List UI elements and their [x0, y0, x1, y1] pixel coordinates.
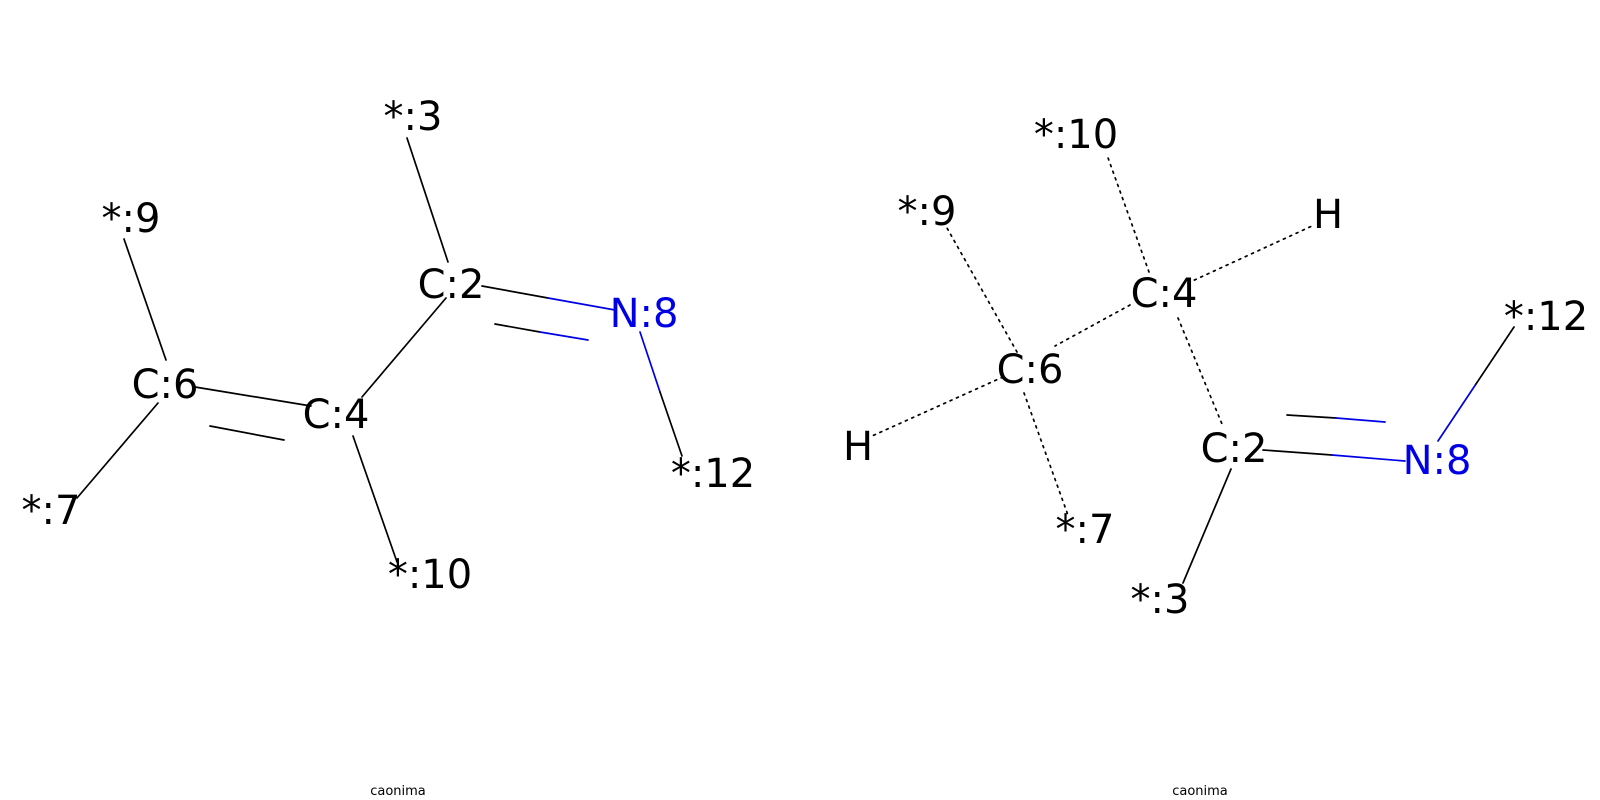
bond-c2-n8	[1262, 449, 1333, 456]
bond-c2-n8-second	[494, 323, 541, 333]
atom-label: H	[1313, 192, 1343, 238]
atom-label: C:2	[1201, 426, 1268, 472]
bond-n8-star12	[1437, 383, 1477, 442]
atom-label: N:8	[1403, 438, 1472, 484]
bond-c2-c4	[361, 297, 447, 398]
atom-label: H	[843, 424, 873, 470]
bond-n8-star12	[659, 391, 683, 457]
bond-c6-star9	[946, 227, 1018, 353]
atom-label: *:7	[1056, 507, 1115, 553]
atom-label: C:4	[1131, 271, 1198, 317]
bond-c6-star7	[1023, 392, 1070, 519]
bond-c2-star3	[406, 137, 449, 263]
bond-c4-star10	[1106, 154, 1150, 273]
bond-c2-n8	[1331, 454, 1406, 462]
molecule-1: C:2 N:8 C:4 C:6 *:3 *:9 *:7 *:10 *:12 ca…	[22, 94, 756, 799]
molecule-2-caption: caonima	[1172, 784, 1228, 799]
bond-c2-n8-second	[1286, 414, 1337, 419]
molecule-1-caption: caonima	[370, 784, 426, 799]
atom-label: *:12	[1504, 294, 1588, 340]
bond-c4-c6	[1054, 304, 1131, 347]
molecule-2-atoms: *:10 *:9 H C:4 *:12 C:6 H C:2 N:8 *:7 *:…	[843, 112, 1588, 623]
bond-n8-star12	[1475, 326, 1515, 385]
molecule-2: *:10 *:9 H C:4 *:12 C:6 H C:2 N:8 *:7 *:…	[843, 112, 1588, 799]
bond-c4-h	[1187, 225, 1313, 284]
atom-label: *:9	[898, 189, 957, 235]
bond-c4-c2	[1177, 317, 1223, 425]
atom-label: C:6	[132, 362, 199, 408]
molecule-1-atoms: C:2 N:8 C:4 C:6 *:3 *:9 *:7 *:10 *:12	[22, 94, 756, 598]
atom-label: *:12	[671, 451, 755, 497]
atom-label: *:9	[102, 196, 161, 242]
atom-label: *:7	[22, 488, 81, 534]
bond-c2-n8-second	[539, 331, 589, 341]
atom-label: N:8	[610, 291, 679, 337]
atom-label: C:4	[303, 392, 370, 438]
bond-c6-star7	[76, 402, 159, 499]
bond-c2-n8-second	[1335, 417, 1386, 423]
bond-c4-star10	[352, 435, 398, 563]
molecule-1-bonds	[76, 137, 683, 563]
bond-c2-n8	[547, 297, 616, 311]
bond-c4-c6-second	[209, 425, 285, 441]
molecule-2-bonds	[871, 154, 1515, 584]
bond-c4-c6	[194, 386, 312, 407]
atom-label: *:3	[384, 94, 443, 140]
bond-c6-star9	[123, 238, 167, 361]
bond-n8-star12	[639, 331, 661, 393]
atom-label: *:10	[1034, 112, 1118, 158]
bond-c2-n8	[481, 285, 549, 299]
atom-label: *:10	[388, 552, 472, 598]
bond-c2-star3	[1182, 468, 1232, 584]
atom-label: C:6	[997, 347, 1064, 393]
atom-label: C:2	[418, 262, 485, 308]
bond-c6-h	[871, 376, 1004, 437]
atom-label: *:3	[1131, 577, 1190, 623]
